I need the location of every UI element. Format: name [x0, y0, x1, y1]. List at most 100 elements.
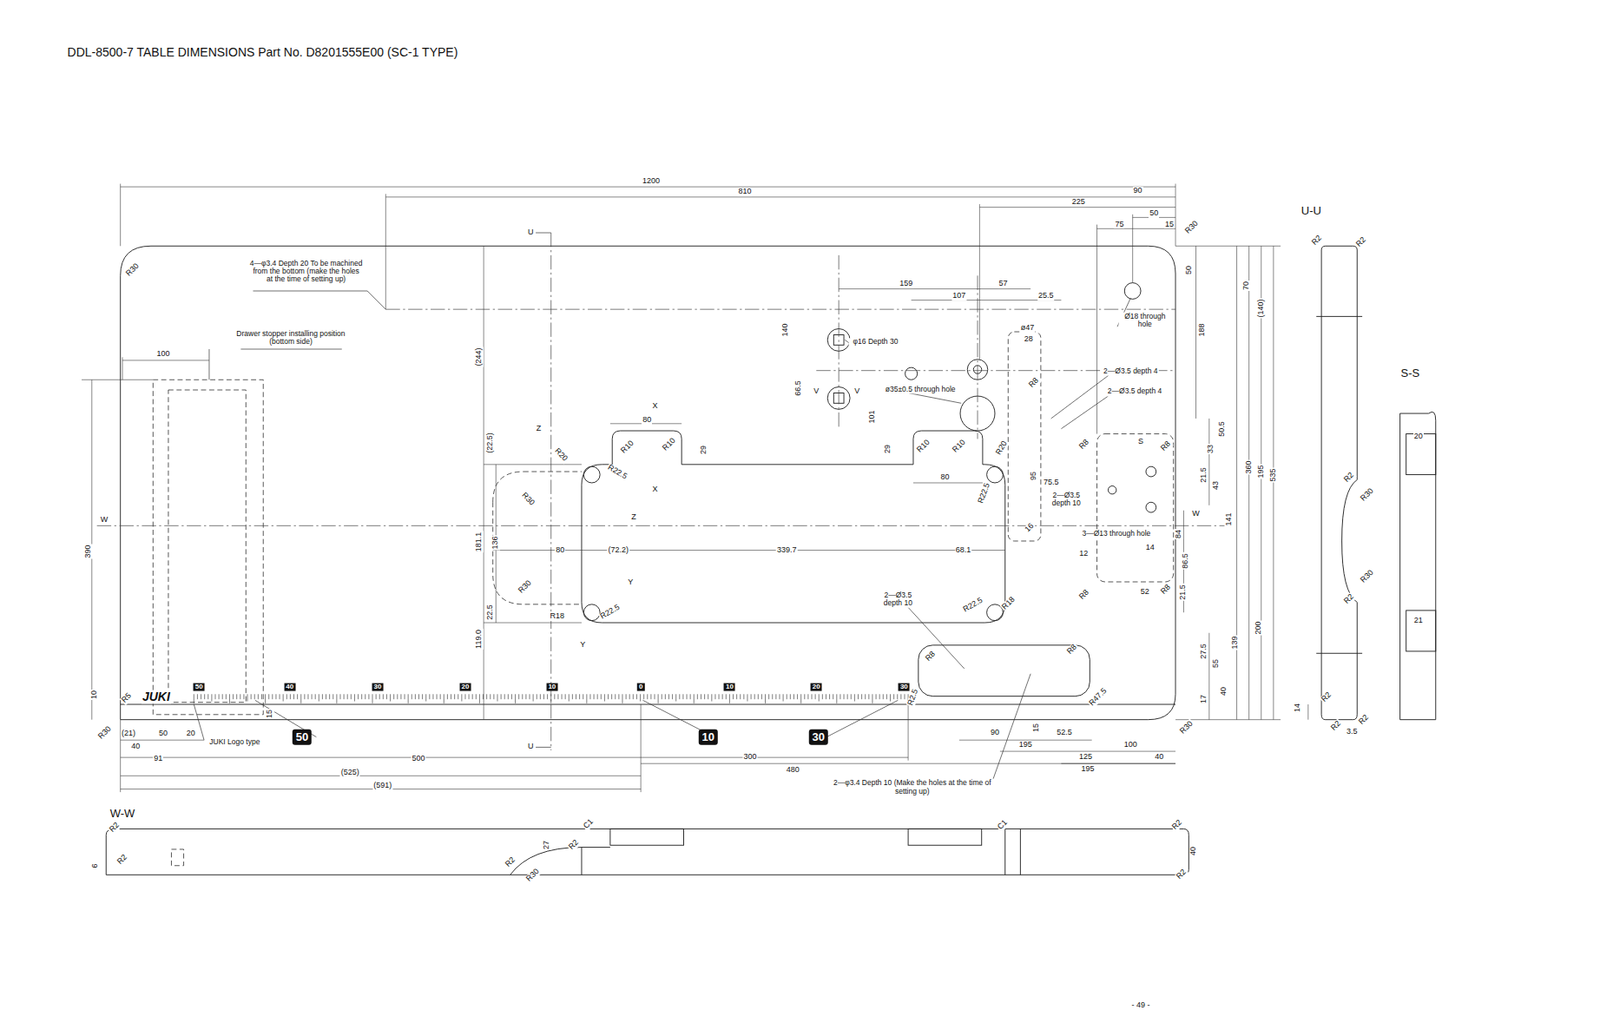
ruler-tick [504, 693, 506, 699]
ruler-tick [557, 693, 559, 699]
ruler-tick [729, 693, 731, 704]
scale-tag: 20 [460, 683, 472, 692]
ruler-tick [582, 693, 584, 699]
dimension-label: - 49 - [1131, 1000, 1152, 1010]
ruler-tick [854, 693, 856, 701]
drawing-stroke [1321, 245, 1357, 719]
drawing-stroke [1208, 632, 1210, 720]
ruler-tick [811, 693, 813, 699]
dimension-label: 300 [742, 752, 758, 762]
drawing-stroke [120, 757, 909, 758]
ruler-tick [250, 693, 252, 699]
dimension-label: 500 [410, 755, 426, 764]
note-text: 2—Ø3.5 depth 4 [1106, 388, 1163, 396]
dimension-label: 80 [939, 473, 950, 482]
center-lines [97, 232, 1225, 751]
ruler-tick [518, 693, 520, 699]
drawing-stroke [97, 525, 1225, 527]
ruler-tick [486, 693, 488, 699]
dimension-label: R22.5 [961, 595, 986, 615]
ruler-tick [786, 693, 788, 699]
drawing-stroke [987, 466, 1004, 483]
dimension-label: 107 [951, 291, 967, 301]
ruler-tick [546, 693, 548, 699]
drawing-stroke [1145, 466, 1157, 477]
note-text: ø35±0.5 through hole [884, 385, 957, 394]
ruler-tick [529, 693, 531, 699]
dimension-label: R20 [994, 438, 1010, 457]
ruler-tick [704, 693, 705, 699]
ruler-tick [382, 693, 384, 699]
ruler-tick [450, 693, 452, 699]
drawing-stroke [838, 288, 1031, 290]
ruler-tick [414, 693, 416, 699]
drawing-stroke [1004, 828, 1006, 875]
ruler-tick [736, 693, 738, 699]
ruler-tick [690, 693, 692, 699]
dimension-label: 50 [158, 729, 169, 738]
dimension-label: 57 [997, 279, 1008, 289]
note-text: 2—Ø3.5 depth 10 [874, 591, 922, 608]
ruler-tick [843, 693, 845, 699]
ruler-tick [222, 693, 224, 699]
dimension-label: V [812, 387, 820, 396]
ruler-tick [757, 693, 759, 699]
dimension-label: 75 [1113, 220, 1125, 230]
drawing-stroke [583, 466, 600, 483]
ruler-tick [879, 693, 881, 699]
note-text: 3—Ø13 through hole [1080, 529, 1152, 538]
drawing-stroke [1000, 750, 1176, 752]
note-text: φ16 Depth 30 [849, 337, 903, 346]
drawing-stroke [483, 622, 582, 624]
ruler-tick [525, 693, 527, 699]
ruler-tick [643, 693, 645, 699]
ruler-tick [279, 693, 281, 699]
drawing-stroke [583, 604, 600, 621]
dimension-label: R2 [502, 855, 518, 870]
drawing-stroke [640, 704, 642, 792]
dimension-label: 50.5 [1218, 420, 1227, 438]
drawing-stroke [385, 309, 1176, 310]
dimension-label: R10 [618, 438, 637, 456]
ruler-tick [568, 693, 570, 701]
drawing-stroke [385, 193, 387, 310]
ruler-tick [329, 693, 330, 699]
dimension-label: Z [535, 424, 543, 434]
ruler-tick [428, 693, 430, 699]
dimension-label: R2 [1342, 470, 1357, 486]
drawing-stroke [152, 379, 264, 715]
drawing-stroke [908, 828, 982, 845]
ruler-tick [597, 693, 599, 699]
ruler-tick [400, 693, 402, 699]
dimension-label: 28 [1023, 335, 1034, 344]
ruler-tick [861, 693, 863, 699]
dimension-label: R22.5 [605, 462, 629, 482]
dimension-label: 810 [737, 187, 753, 197]
dimension-label: R22.5 [976, 480, 993, 506]
ruler-tick [375, 693, 377, 699]
ruler-tick [268, 693, 270, 699]
dimension-label: 16 [1022, 520, 1036, 534]
dimension-label: 66.5 [794, 379, 804, 397]
dimension-label: 3.5 [1345, 727, 1359, 737]
drawing-stroke [908, 704, 909, 761]
drawing-stroke [1020, 828, 1021, 875]
dimension-label: 100 [156, 349, 172, 359]
ruler-tick [457, 693, 459, 699]
dimension-label: R5 [118, 691, 134, 706]
ruler-tick [472, 693, 474, 699]
ruler-tick [611, 693, 613, 699]
dimension-label: R20 [552, 446, 570, 464]
ruler-tick [533, 693, 534, 701]
dimension-label: X [651, 401, 659, 411]
dimension-label: R2 [1342, 592, 1357, 607]
ruler-tick [625, 693, 627, 699]
dimension-label: R2 [1328, 717, 1344, 733]
ruler-tick [197, 693, 198, 699]
drawing-stroke [1406, 610, 1436, 652]
ruler-tick [200, 693, 202, 699]
dimension-label: 29 [883, 443, 893, 455]
ruler-tick [646, 693, 648, 699]
dimension-label: R8 [1077, 587, 1093, 603]
